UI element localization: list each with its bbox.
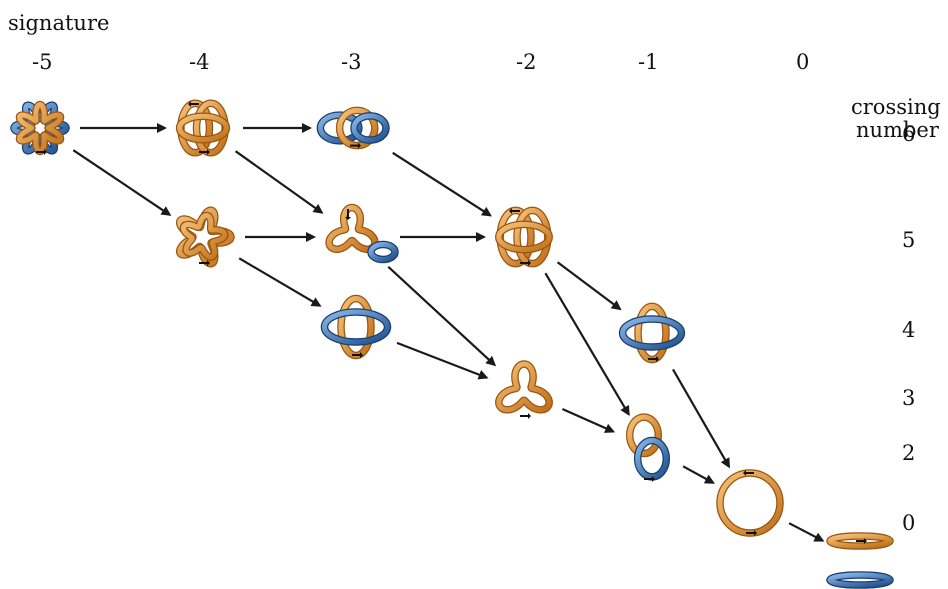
orientation-arrowhead-icon: [207, 260, 210, 266]
knot-strand: [496, 361, 552, 413]
knot-strand: [16, 102, 64, 154]
transition-arrow-k4-k7: [238, 257, 322, 307]
knot-strand: [620, 316, 684, 350]
transition-arrow-k6-k8: [556, 261, 622, 311]
transition-arrow-k5-k9: [387, 265, 497, 367]
knot-strand: [337, 107, 378, 149]
transition-arrow-k6-k10: [544, 272, 630, 417]
knot-k10: [625, 413, 671, 482]
knot-strand: [368, 242, 398, 262]
crossing-number-tick: 0: [902, 511, 916, 535]
knot-k8: [618, 302, 686, 364]
knot-k9: [495, 360, 553, 419]
orientation-arrowhead-icon: [528, 260, 531, 266]
knot-strand: [497, 207, 534, 267]
signature-tick: -4: [189, 50, 210, 74]
knot-strand: [11, 102, 69, 154]
knot-strand: [717, 470, 783, 536]
knot-strand: [827, 533, 893, 549]
orientation-arrowhead-icon: [44, 149, 47, 155]
crossing-number-tick: 2: [902, 441, 916, 465]
transition-arrow-k1-k4: [72, 149, 172, 216]
orientation-arrowhead-icon: [207, 149, 210, 155]
knot-k7: [320, 294, 392, 360]
orientation-arrowhead-icon: [345, 217, 351, 220]
crossing-number-tick: 4: [902, 318, 916, 342]
transition-arrow-k2-k5: [234, 150, 324, 214]
crossing-number-tick: 3: [902, 386, 916, 410]
knot-k2: [175, 99, 231, 157]
transition-arrow-k3-k6: [392, 151, 492, 217]
knot-strand: [317, 112, 362, 144]
crossing-number-tick: 5: [902, 228, 916, 252]
knot-strand: [321, 309, 391, 345]
knot-k12: [826, 532, 894, 589]
orientation-arrowhead-icon: [360, 352, 363, 358]
knot-k5: [325, 203, 399, 264]
orientation-arrowhead-icon: [864, 538, 867, 544]
knot-k3: [316, 106, 390, 150]
knot-strand: [326, 204, 378, 252]
knot-strand: [181, 213, 228, 260]
signature-tick: -5: [32, 50, 53, 74]
signature-tick: -1: [638, 50, 659, 74]
orientation-arrowhead-icon: [528, 413, 531, 419]
knot-strand: [178, 100, 213, 156]
knot-strand: [177, 113, 229, 143]
crossing-number-tick: 6: [902, 122, 916, 146]
knot-strand: [635, 303, 669, 363]
knot-strand: [338, 296, 374, 358]
transition-arrow-k10-k11: [682, 465, 715, 484]
transition-arrow-k11-k12: [788, 522, 825, 542]
signature-axis-title: signature: [8, 11, 110, 35]
transition-arrow-k7-k9: [396, 341, 489, 380]
orientation-arrowhead-icon: [188, 101, 191, 107]
signature-tick: -3: [341, 50, 362, 74]
signature-tick: 0: [796, 50, 810, 74]
signature-tick: -2: [516, 50, 537, 74]
knot-strand: [496, 221, 552, 253]
orientation-arrowhead-icon: [509, 208, 512, 214]
knot-strand: [351, 113, 389, 143]
orientation-arrowhead-icon: [743, 470, 746, 476]
knot-k1: [10, 100, 70, 156]
orientation-arrowhead-icon: [656, 356, 659, 362]
crossing-number-axis-title-line2: number: [856, 118, 939, 142]
crossing-number-axis-title-line1: crossing: [851, 95, 941, 119]
orientation-arrowhead-icon: [652, 476, 655, 482]
knot-strand: [635, 438, 669, 480]
knot-k4: [175, 206, 235, 268]
knot-k11: [716, 469, 784, 537]
orientation-arrowhead-icon: [358, 142, 361, 149]
knot-strand: [827, 572, 893, 588]
transition-arrow-k9-k10: [561, 407, 616, 433]
orientation-arrowhead-icon: [754, 530, 757, 536]
knot-k6: [495, 206, 553, 268]
transition-arrow-k8-k11: [672, 368, 730, 469]
